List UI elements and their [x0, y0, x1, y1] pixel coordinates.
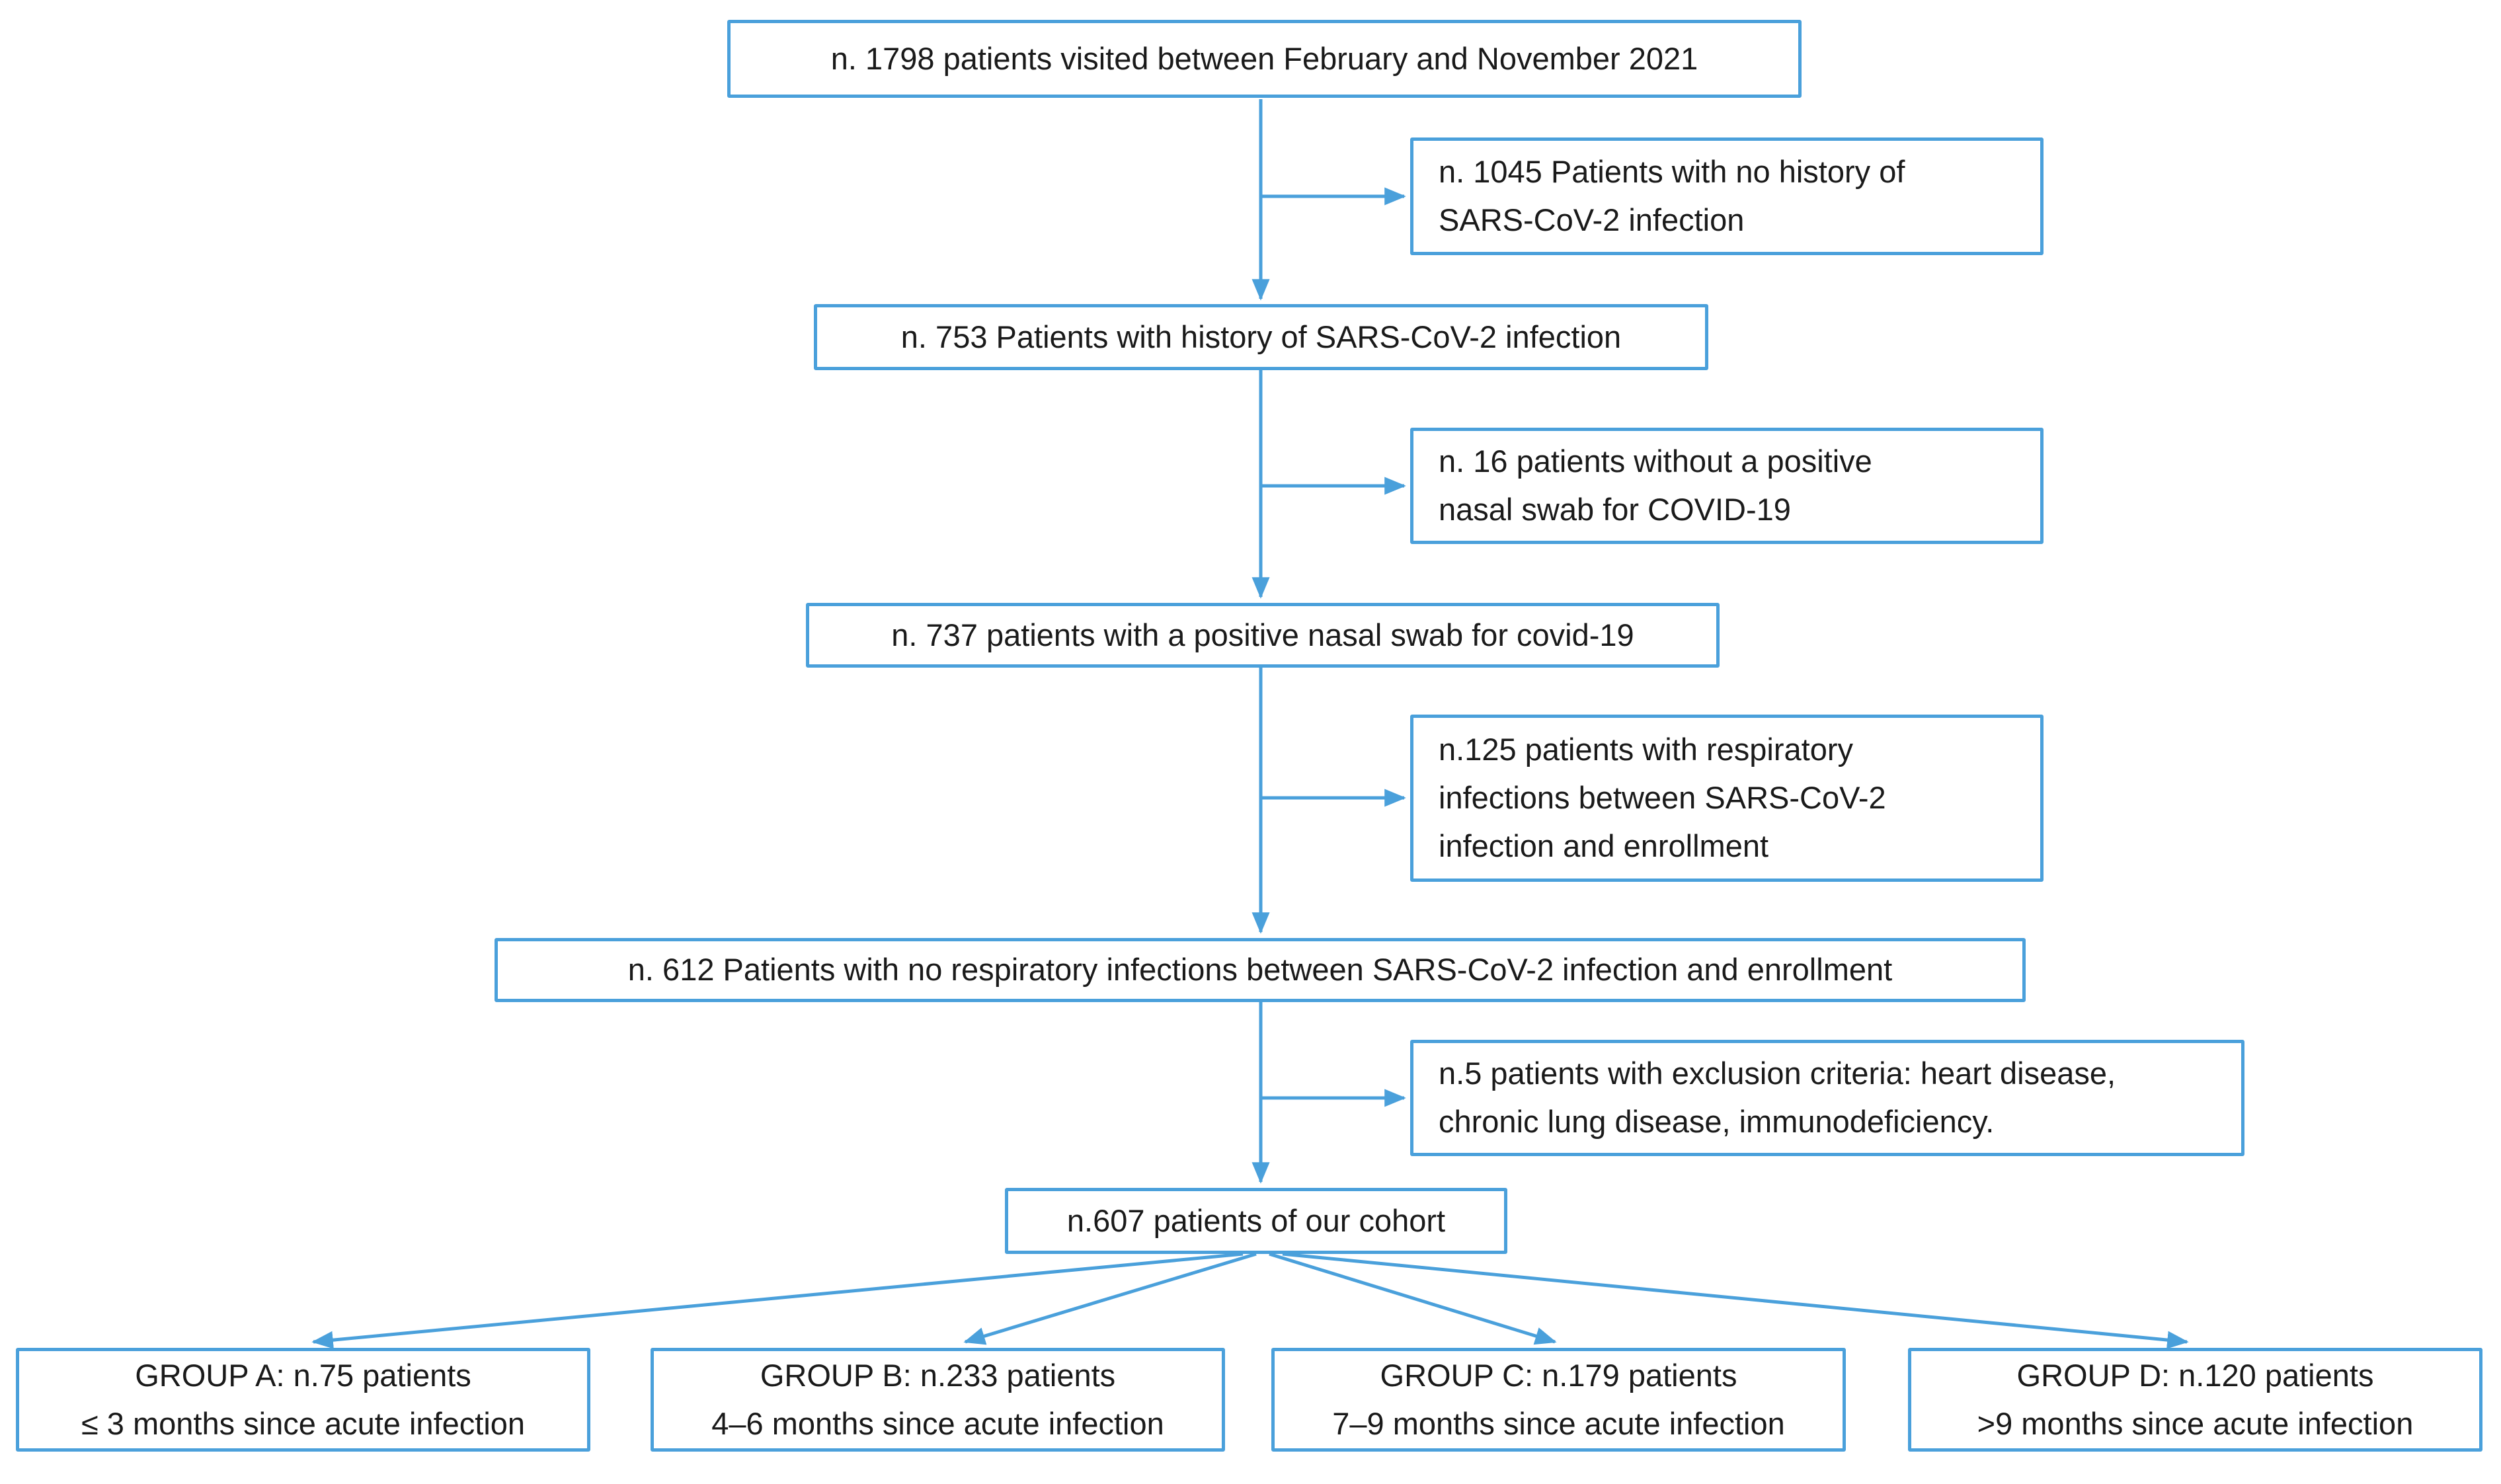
- node-no-resp-infections-text: n. 612 Patients with no respiratory infe…: [627, 952, 1893, 988]
- node-history-text: n. 753 Patients with history of SARS-CoV…: [900, 319, 1622, 354]
- node-no-history-line1: n. 1045 Patients with no history of: [1439, 154, 1905, 190]
- node-positive-swab: n. 737 patients with a positive nasal sw…: [806, 603, 1720, 668]
- node-group-d-line1: GROUP D: n.120 patients: [2016, 1357, 2374, 1393]
- node-no-swab-line2: nasal swab for COVID-19: [1439, 492, 1791, 527]
- node-resp-infections-line1: n.125 patients with respiratory: [1439, 732, 1853, 767]
- node-group-a: GROUP A: n.75 patients ≤ 3 months since …: [16, 1348, 590, 1452]
- line-cohort-to-group-a: [311, 1252, 1244, 1349]
- node-group-a-line1: GROUP A: n.75 patients: [135, 1357, 471, 1393]
- node-visited: n. 1798 patients visited between Februar…: [727, 20, 1802, 98]
- node-history: n. 753 Patients with history of SARS-CoV…: [814, 304, 1708, 370]
- node-group-c: GROUP C: n.179 patients 7–9 months since…: [1271, 1348, 1846, 1452]
- node-group-c-line1: GROUP C: n.179 patients: [1380, 1357, 1737, 1393]
- line-cohort-to-group-b: [963, 1252, 1257, 1345]
- node-no-history: n. 1045 Patients with no history of SARS…: [1410, 137, 2044, 255]
- node-group-b: GROUP B: n.233 patients 4–6 months since…: [651, 1348, 1225, 1452]
- node-group-d-line2: >9 months since acute infection: [1977, 1405, 2414, 1441]
- node-no-history-line2: SARS-CoV-2 infection: [1439, 202, 1745, 237]
- node-cohort: n.607 patients of our cohort: [1005, 1188, 1507, 1254]
- node-exclusion: n.5 patients with exclusion criteria: he…: [1410, 1040, 2244, 1156]
- node-resp-infections: n.125 patients with respiratory infectio…: [1410, 715, 2044, 882]
- node-group-c-line2: 7–9 months since acute infection: [1332, 1405, 1785, 1441]
- node-resp-infections-line2: infections between SARS-CoV-2: [1439, 780, 1886, 816]
- node-exclusion-line2: chronic lung disease, immunodeficiency.: [1439, 1104, 1995, 1139]
- node-no-swab-line1: n. 16 patients without a positive: [1439, 444, 1872, 479]
- node-exclusion-line1: n.5 patients with exclusion criteria: he…: [1439, 1056, 2116, 1091]
- node-group-b-line2: 4–6 months since acute infection: [711, 1405, 1164, 1441]
- node-visited-text: n. 1798 patients visited between Februar…: [830, 40, 1698, 76]
- node-cohort-text: n.607 patients of our cohort: [1066, 1202, 1446, 1238]
- node-no-swab: n. 16 patients without a positive nasal …: [1410, 428, 2044, 544]
- node-positive-swab-text: n. 737 patients with a positive nasal sw…: [891, 617, 1634, 652]
- node-resp-infections-line3: infection and enrollment: [1439, 828, 1769, 863]
- node-group-b-line1: GROUP B: n.233 patients: [760, 1357, 1116, 1393]
- node-no-resp-infections: n. 612 Patients with no respiratory infe…: [495, 938, 2026, 1002]
- node-group-a-line2: ≤ 3 months since acute infection: [81, 1405, 526, 1441]
- line-cohort-to-group-d: [1282, 1252, 2189, 1349]
- node-group-d: GROUP D: n.120 patients >9 months since …: [1908, 1348, 2482, 1452]
- line-cohort-to-group-c: [1269, 1252, 1557, 1345]
